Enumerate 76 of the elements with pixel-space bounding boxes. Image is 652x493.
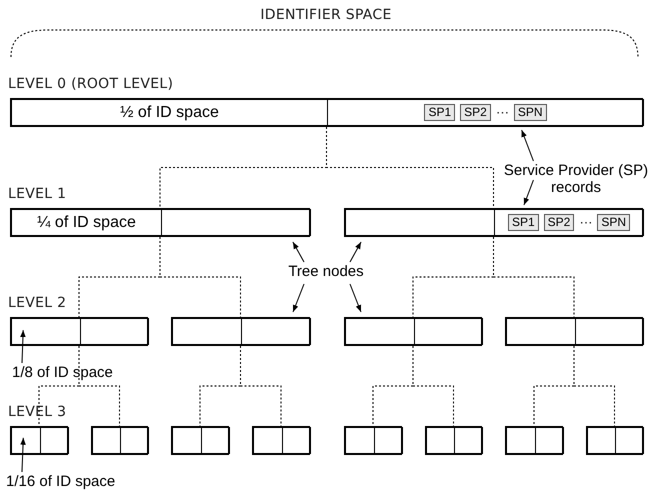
record-tag: SP2 <box>544 214 574 231</box>
id-space-cell <box>615 427 644 454</box>
id-space-cell <box>506 427 536 454</box>
id-space-cell <box>345 427 375 454</box>
id-space-cell <box>201 427 230 454</box>
id-space-cell <box>575 318 644 345</box>
id-space-cell <box>414 318 483 345</box>
tree-node-box <box>252 426 310 455</box>
leader-arrow <box>524 180 534 206</box>
leader-arrow <box>20 330 26 364</box>
id-space-cell <box>40 427 69 454</box>
level-label: LEVEL 1 <box>8 186 66 202</box>
leader-arrow <box>350 284 362 312</box>
id-space-cell <box>92 427 121 454</box>
tree-node-box <box>586 426 643 455</box>
id-space-cell <box>345 318 415 345</box>
id-space-cell <box>11 427 41 454</box>
id-space-cell <box>253 427 283 454</box>
record-tag: SPN <box>597 214 630 231</box>
id-space-cell <box>535 427 564 454</box>
leader-arrow <box>521 130 534 162</box>
tree-node-box <box>344 317 482 346</box>
id-space-cell <box>282 427 311 454</box>
record-tag: SP2 <box>460 104 491 121</box>
record-tag: SPN <box>514 104 547 121</box>
heading: IDENTIFIER SPACE <box>260 7 392 23</box>
tree-node-box <box>91 426 148 455</box>
tree-node-box <box>344 208 643 237</box>
tree-node-box <box>505 426 563 455</box>
leader-arrow <box>350 242 362 262</box>
tree-node-box <box>10 317 148 346</box>
id-space-cell <box>345 209 495 236</box>
tree-node-box <box>505 317 643 346</box>
id-space-cell <box>506 318 576 345</box>
id-space-cell <box>374 427 403 454</box>
tree-link <box>240 346 282 426</box>
ellipsis: ⋯ <box>496 105 509 120</box>
record-tag: SP1 <box>424 104 456 121</box>
tree-node-box <box>171 426 229 455</box>
id-space-cell <box>161 209 311 236</box>
id-space-cell <box>172 427 202 454</box>
id-space-cell <box>426 427 455 454</box>
annotation-text: 1/8 of ID space <box>12 364 130 382</box>
id-space-cell <box>80 318 149 345</box>
level-label: LEVEL 3 <box>8 404 66 420</box>
tree-node-box <box>344 426 402 455</box>
tree-link <box>412 346 454 426</box>
tree-node-box <box>10 98 643 127</box>
id-space-cell <box>494 209 644 236</box>
annotation-text: Service Provider (SP) records <box>500 162 652 198</box>
id-space-cell: ¼ of ID space <box>11 209 162 236</box>
id-space-cell <box>120 427 149 454</box>
tree-link <box>78 346 120 426</box>
tree-node-box <box>10 208 310 237</box>
level-label: LEVEL 0 (ROOT LEVEL) <box>8 76 174 92</box>
tree-link <box>493 236 574 318</box>
id-space-cell <box>241 318 311 345</box>
tree-link <box>574 346 615 426</box>
id-space-cell <box>172 318 242 345</box>
tree-node-box <box>425 426 482 455</box>
ellipsis: ⋯ <box>579 215 592 230</box>
id-space-cell <box>454 427 483 454</box>
id-space-cell: ½ of ID space <box>11 99 328 126</box>
leader-arrow <box>292 284 304 312</box>
annotation-text: Tree nodes <box>286 263 366 283</box>
tree-node-box <box>171 317 310 346</box>
record-tag: SP1 <box>508 214 539 231</box>
leader-arrow <box>292 242 304 262</box>
leader-arrow <box>20 437 26 472</box>
annotation-text: 1/16 of ID space <box>6 473 136 491</box>
tree-link <box>160 236 241 318</box>
level-label: LEVEL 2 <box>8 295 66 311</box>
id-space-cell <box>587 427 616 454</box>
id-space-cell <box>327 99 644 126</box>
id-space-cell <box>11 318 81 345</box>
tree-node-box <box>10 426 68 455</box>
